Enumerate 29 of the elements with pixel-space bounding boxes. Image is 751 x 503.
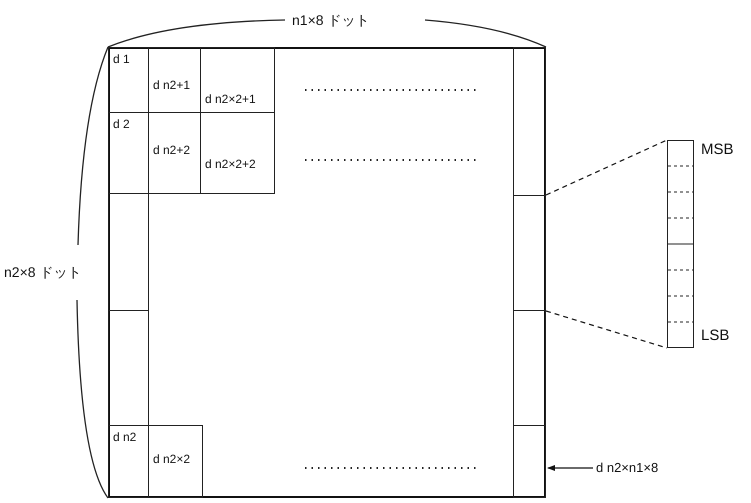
zoom-projection-line: [546, 139, 668, 196]
cell-label: d 1: [113, 52, 130, 66]
cell-label: d n2: [113, 430, 136, 444]
zoom-projection-line: [546, 310, 668, 349]
memory-cell: [108, 47, 149, 113]
cell-label: d n2+2: [153, 143, 190, 157]
memory-cell: [200, 112, 275, 194]
dimension-label: n2×8 ドット: [4, 264, 82, 280]
memory-cell: [108, 425, 149, 498]
dimension-label: n1×8 ドット: [292, 12, 370, 28]
memory-cell: [108, 193, 149, 311]
memory-cell: [200, 47, 275, 113]
arrow: [547, 465, 593, 471]
memory-cell: [513, 310, 546, 426]
memory-cell: [108, 310, 149, 426]
memory-grid: [108, 47, 546, 498]
bit-label: LSB: [701, 328, 730, 344]
address-label: d n2×n1×8: [596, 460, 658, 476]
cell-label: d n2×2: [153, 452, 190, 466]
byte-box: [667, 140, 694, 348]
cell-label: d 2: [113, 117, 130, 131]
memory-cell: [513, 425, 546, 498]
cell-label: d n2×2+1: [205, 92, 256, 106]
cell-label: d n2+1: [153, 78, 190, 92]
memory-cell: [148, 425, 203, 498]
memory-cell: [513, 195, 546, 311]
cell-label: d n2×2+2: [205, 157, 256, 171]
bit-label: MSB: [701, 142, 734, 158]
memory-cell: [513, 47, 546, 196]
